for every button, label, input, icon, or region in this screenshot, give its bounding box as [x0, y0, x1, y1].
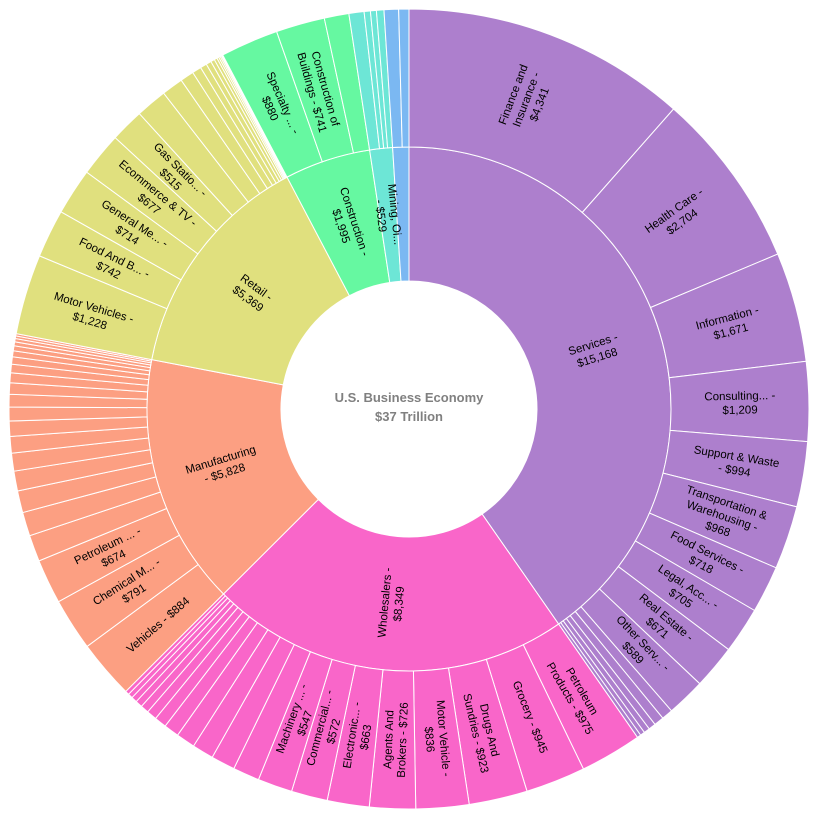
- chart-title: U.S. Business Economy: [335, 390, 485, 405]
- label-agents-and-brokers-726: Agents AndBrokers - $726: [382, 702, 411, 778]
- chart-subtitle: $37 Trillion: [375, 409, 443, 424]
- subsector-sector-6-1[interactable]: [398, 8, 410, 148]
- label-consulting-1-209: Consulting... -$1,209: [704, 390, 776, 417]
- sunburst-arcs: [8, 8, 810, 810]
- center-caption: U.S. Business Economy $37 Trillion: [335, 390, 485, 424]
